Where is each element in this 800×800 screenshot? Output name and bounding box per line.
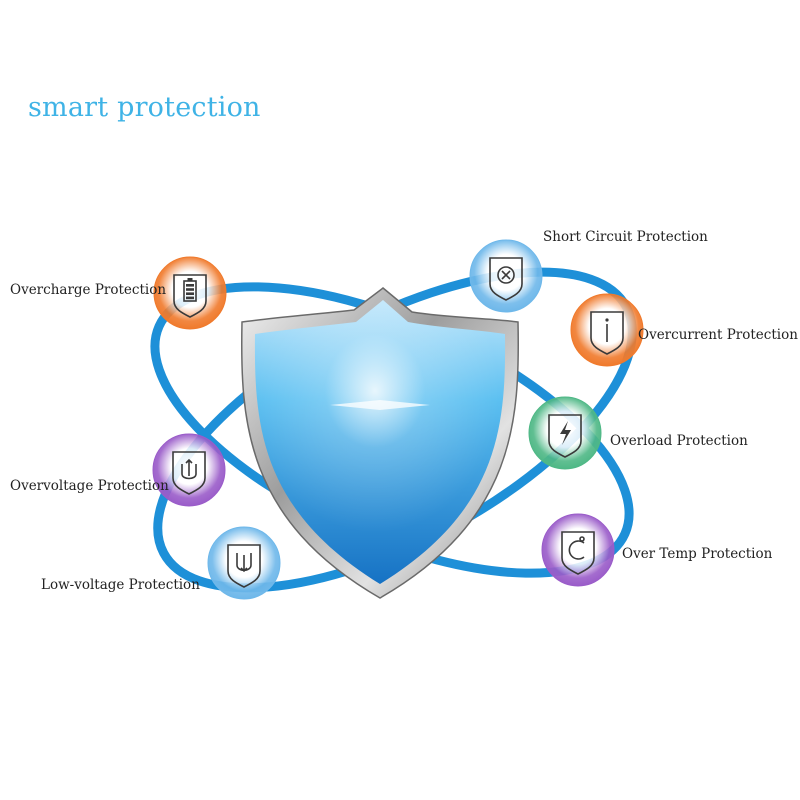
feature-label-4: Overload Protection bbox=[610, 433, 748, 449]
feature-label-6: Over Temp Protection bbox=[622, 546, 773, 562]
feature-bubble-4 bbox=[528, 396, 602, 470]
feature-bubble-7 bbox=[207, 526, 281, 600]
feature-label-3: Overcurrent Protection bbox=[638, 327, 798, 343]
feature-bubble-6 bbox=[541, 513, 615, 587]
feature-bubble-3 bbox=[570, 293, 644, 367]
page-title: smart protection bbox=[28, 92, 261, 123]
short-circuit-icon bbox=[489, 257, 523, 301]
shield-icon bbox=[240, 287, 520, 599]
feature-bubble-1 bbox=[153, 256, 227, 330]
feature-label-7: Low-voltage Protection bbox=[41, 577, 200, 593]
voltage-up-icon bbox=[172, 451, 206, 495]
feature-label-5: Overvoltage Protection bbox=[10, 478, 169, 494]
feature-bubbles bbox=[152, 239, 644, 600]
thermometer-icon bbox=[561, 531, 595, 575]
lightning-icon bbox=[548, 414, 582, 458]
battery-icon bbox=[173, 274, 207, 318]
feature-bubble-2 bbox=[469, 239, 543, 313]
current-icon bbox=[590, 311, 624, 355]
feature-bubble-5 bbox=[152, 433, 226, 507]
feature-label-1: Overcharge Protection bbox=[10, 282, 167, 298]
feature-label-2: Short Circuit Protection bbox=[543, 229, 708, 245]
voltage-down-icon bbox=[227, 544, 261, 588]
